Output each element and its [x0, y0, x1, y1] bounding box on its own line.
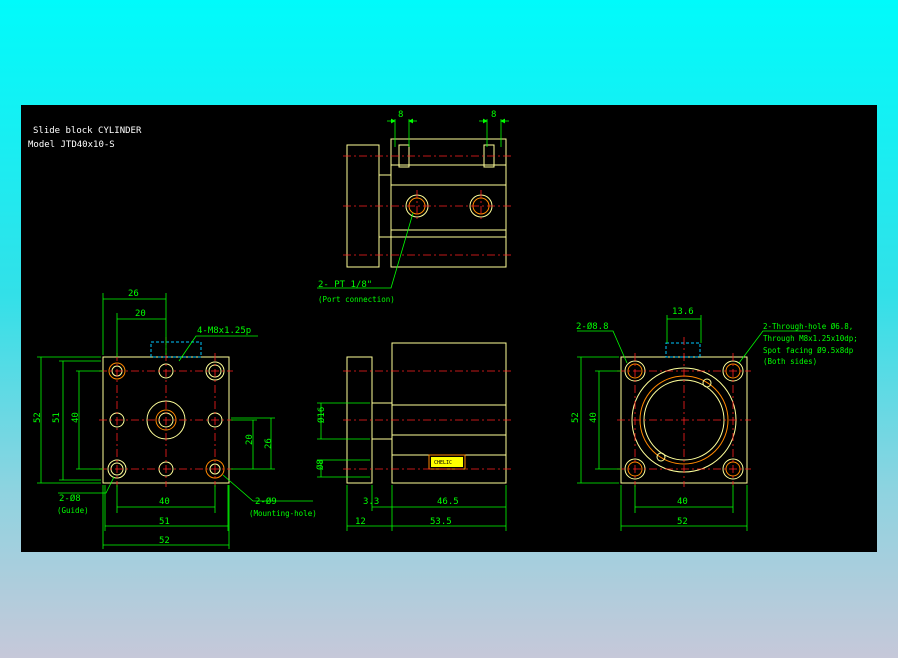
dim-12: 12 [355, 517, 366, 527]
dim-13-6: 13.6 [672, 307, 694, 317]
mount-sub-label: (Mounting-hole) [249, 509, 317, 518]
dim-40-left: 40 [71, 412, 81, 423]
left-view-dims [37, 293, 313, 549]
dim-20-right: 20 [245, 434, 255, 445]
through-hole-line3: Spot facing Ø9.5x8dp [763, 346, 854, 355]
drawing-title: Slide block CYLINDER [33, 126, 142, 136]
dim-51-bottom: 51 [159, 517, 170, 527]
side-view-dims [317, 402, 507, 531]
dim-20-top: 20 [135, 309, 146, 319]
dim-dia8: Ø8 [315, 459, 326, 470]
right-view-dims [577, 315, 811, 531]
hole-label: 2-Ø8.8 [576, 321, 609, 332]
model-label: Model JTD40x10-S [28, 140, 115, 150]
dim-52-bottom-right: 52 [677, 517, 688, 527]
dim-40-right-view: 40 [589, 412, 599, 423]
cad-drawing: Slide block CYLINDER Model JTD40x10-S [28, 110, 858, 549]
dim-26-right: 26 [264, 438, 274, 449]
port-label: 2- PT 1/8" [318, 280, 372, 290]
dim-40-bottom: 40 [159, 497, 170, 507]
through-hole-line4: (Both sides) [763, 357, 817, 366]
dim-top-left: 8 [398, 110, 403, 120]
left-view-centerlines [99, 337, 233, 487]
nameplate [431, 457, 463, 467]
dim-52-left: 52 [33, 412, 43, 423]
dim-3-3: 3.3 [363, 497, 379, 507]
dim-top-right: 8 [491, 110, 496, 120]
dim-26-top: 26 [128, 289, 139, 299]
through-hole-line1: 2-Through-hole Ø6.8, [763, 322, 853, 331]
dim-52-right-view: 52 [571, 412, 581, 423]
dim-46-5: 46.5 [437, 497, 459, 507]
side-view [346, 342, 507, 484]
dim-51-left: 51 [52, 412, 62, 423]
side-view-centerlines [343, 370, 513, 470]
port-sub-label: (Port connection) [318, 295, 395, 304]
dim-40-bottom-right: 40 [677, 497, 688, 507]
drawing-canvas: Slide block CYLINDER Model JTD40x10-S [21, 105, 877, 552]
guide-label: 2-Ø8 [59, 493, 81, 504]
top-view [346, 138, 507, 268]
mount-label: 2-Ø9 [255, 496, 277, 507]
top-view-centerlines [343, 155, 513, 256]
nameplate-text: CHELIC [434, 460, 452, 466]
dim-dia16: Ø16 [316, 407, 327, 423]
dim-53-5: 53.5 [430, 517, 452, 527]
through-hole-line2: Through M8x1.25x10dp; [763, 334, 858, 343]
thread-label: 4-M8x1.25p [197, 326, 251, 336]
guide-sub-label: (Guide) [57, 506, 89, 515]
top-view-dims [317, 118, 509, 289]
dim-52-bottom: 52 [159, 536, 170, 546]
right-view-centerlines [617, 337, 751, 487]
